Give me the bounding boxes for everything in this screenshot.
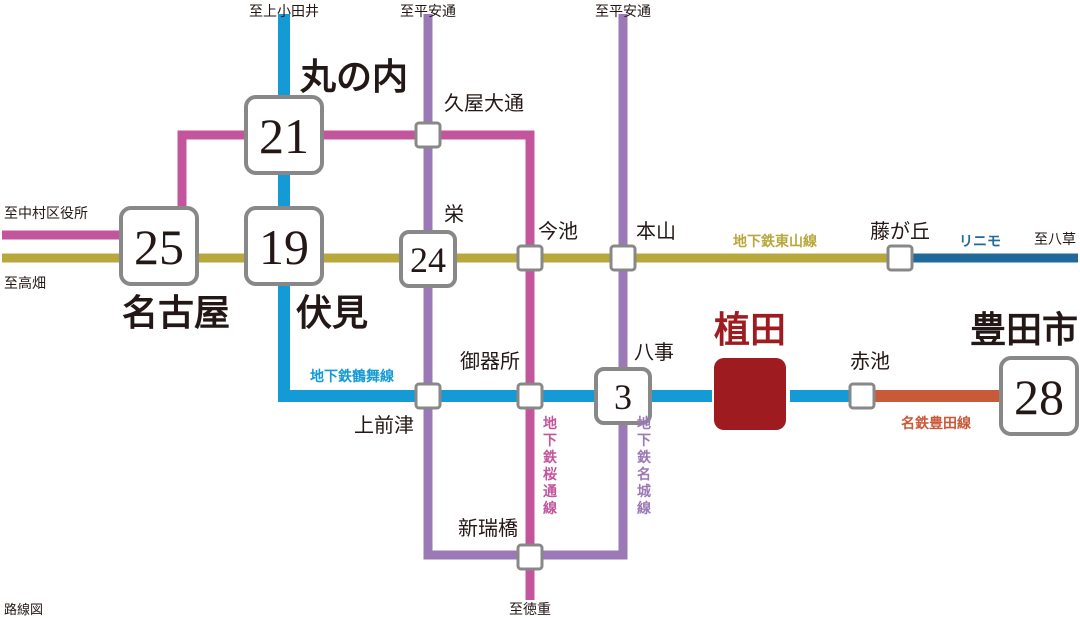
station-akaike-name: 赤池 (850, 349, 890, 373)
station-fujigaoka-name: 藤が丘 (870, 219, 930, 243)
major-stations: 21 25 19 24 3 28 (119, 95, 1079, 436)
station-shinmizuhashi-marker[interactable] (516, 543, 544, 571)
sakuradori-line (2, 130, 535, 600)
line-sakuradori-label: 地下鉄桜通線 (543, 415, 558, 517)
station-fushimi-name: 伏見 (296, 292, 368, 334)
line-linimo-label: リニモ (959, 234, 1001, 250)
station-hisaya-name: 久屋大通 (444, 91, 524, 115)
direction-kamiotai: 至上小田井 (249, 4, 319, 20)
station-toyotashi-name: 豊田市 (970, 309, 1078, 351)
direction-yakusa: 至八草 (1034, 232, 1076, 248)
direction-heian-1: 至平安通 (400, 4, 456, 20)
station-names: 丸の内 名古屋 伏見 豊田市 植田 久屋大通 栄 今池 本山 藤が丘 御器所 八… (122, 56, 1078, 540)
station-akaike-marker[interactable] (848, 382, 876, 410)
direction-nakamura: 至中村区役所 (4, 206, 88, 222)
station-sakae-box[interactable] (399, 230, 457, 288)
station-imaike-marker[interactable] (516, 244, 544, 272)
station-marunouchi-minutes: 21 (259, 108, 309, 164)
station-gokiso-name: 御器所 (460, 349, 520, 373)
line-meijo-label: 地下鉄名城線 (637, 415, 652, 517)
caption: 路線図 (4, 602, 43, 618)
station-yagoto-minutes: 3 (614, 377, 632, 417)
line-tsurumai-label: 地下鉄鶴舞線 (310, 368, 394, 385)
station-imaike-name: 今池 (538, 219, 578, 243)
station-gokiso-marker[interactable] (516, 382, 544, 410)
station-toyotashi-box[interactable] (999, 356, 1079, 436)
station-marunouchi-box[interactable] (244, 95, 324, 175)
station-kamimaezu-name: 上前津 (354, 413, 414, 437)
station-fushimi-minutes: 19 (259, 219, 309, 275)
station-motoyama-marker[interactable] (609, 244, 637, 272)
station-nagoya-box[interactable] (119, 206, 199, 286)
line-higashiyama-label: 地下鉄東山線 (733, 233, 817, 250)
station-nagoya-minutes: 25 (134, 219, 184, 275)
station-yagoto-name: 八事 (634, 340, 674, 364)
station-nagoya-name: 名古屋 (122, 292, 230, 334)
direction-labels: 至上小田井 至平安通 至平安通 至中村区役所 至高畑 至八草 至徳重 (4, 4, 1076, 618)
station-hisaya-marker[interactable] (414, 121, 442, 149)
direction-takabata: 至高畑 (4, 275, 46, 292)
direction-tokushige: 至徳重 (509, 602, 551, 618)
sakuradori-line-main (177, 130, 535, 600)
line-labels: 地下鉄東山線 リニモ 地下鉄鶴舞線 名鉄豊田線 地下鉄桜通線 地下鉄名城線 (310, 233, 1001, 517)
station-fujigaoka-marker[interactable] (886, 244, 914, 272)
station-ueda-name: 植田 (714, 309, 786, 351)
station-yagoto-box[interactable] (594, 367, 652, 425)
station-toyotashi-minutes: 28 (1014, 369, 1064, 425)
small-stations (414, 121, 914, 571)
station-ueda-box[interactable] (714, 358, 786, 430)
station-motoyama-name: 本山 (636, 219, 676, 243)
station-sakae-minutes: 24 (410, 240, 446, 280)
line-meitetsu-toyota-label: 名鉄豊田線 (901, 415, 971, 432)
direction-heian-2: 至平安通 (595, 4, 651, 20)
station-marunouchi-name: 丸の内 (299, 56, 408, 98)
station-shinmizuhashi-name: 新瑞橋 (458, 516, 518, 540)
station-fushimi-box[interactable] (244, 206, 324, 286)
station-kamimaezu-marker[interactable] (414, 382, 442, 410)
station-sakae-name: 栄 (444, 202, 464, 226)
